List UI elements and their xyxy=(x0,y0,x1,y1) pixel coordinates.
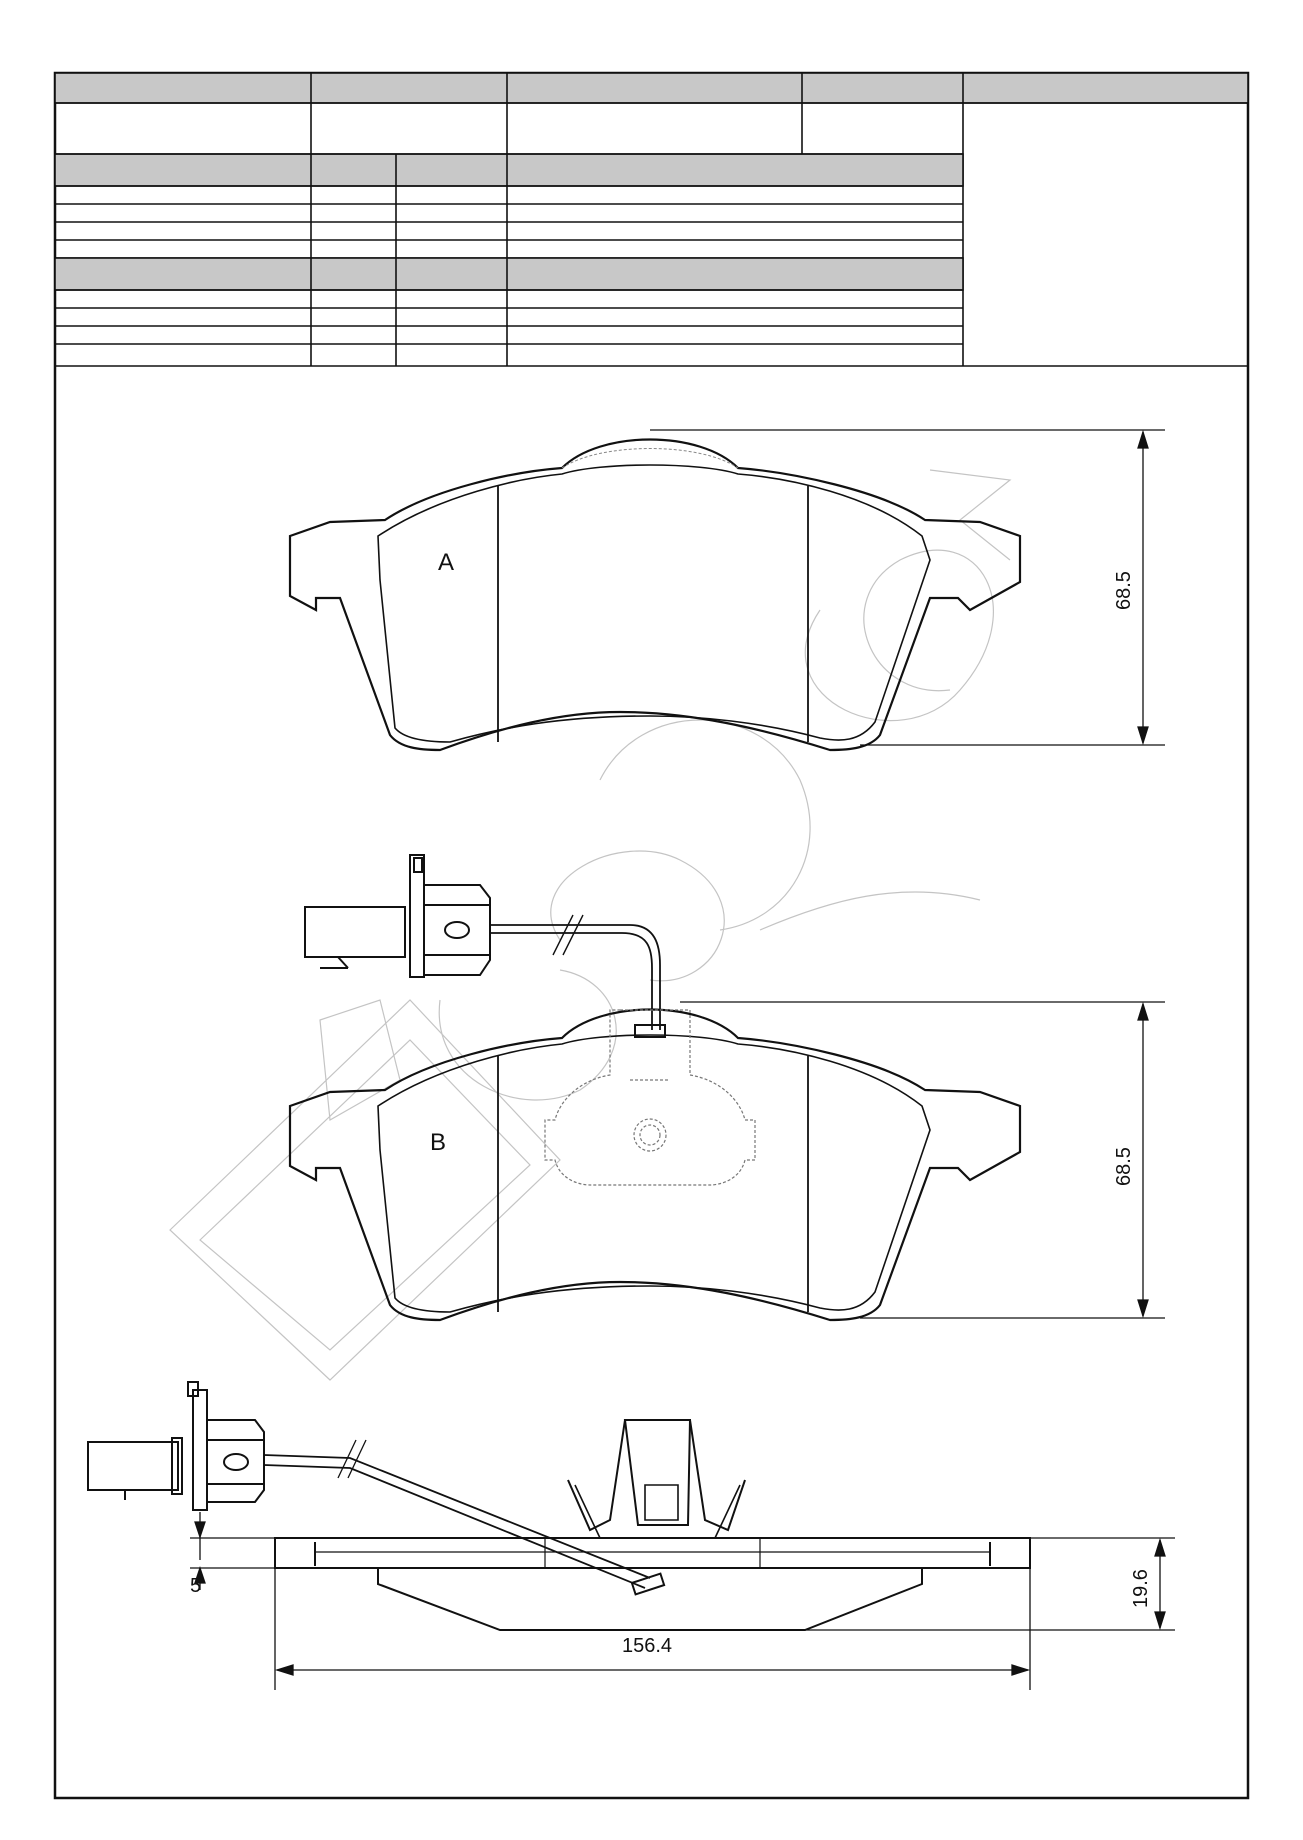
table-section-header xyxy=(54,257,964,291)
dimension-height-b-value: 68.5 xyxy=(1113,1147,1135,1186)
dimension-thickness xyxy=(805,1537,1175,1631)
pad-b-clip xyxy=(544,1009,756,1186)
brake-pad-a xyxy=(288,438,1022,752)
sheet-border xyxy=(53,71,1250,1800)
pad-a-label: A xyxy=(438,549,454,576)
dimension-width-value: 156.4 xyxy=(622,1635,672,1657)
dimension-thickness-value: 19.6 xyxy=(1130,1569,1152,1608)
table-section-header xyxy=(54,153,964,187)
dimension-height-a-value: 68.5 xyxy=(1113,571,1135,610)
side-view-pad xyxy=(274,1419,1031,1631)
dimension-sensor-offset xyxy=(190,1512,275,1590)
dimension-height-a xyxy=(650,429,1165,746)
dimension-width xyxy=(274,1568,1031,1690)
dimension-height-b xyxy=(680,1001,1165,1319)
wear-sensor-connector-side xyxy=(87,1381,666,1596)
table-header-row xyxy=(54,72,1249,104)
wear-sensor-connector-b xyxy=(304,854,666,1038)
dimension-sensor-offset-value: 5 xyxy=(190,1575,201,1597)
pad-b-label: B xyxy=(430,1129,446,1156)
brake-pad-b xyxy=(288,1008,1022,1322)
title-block-table xyxy=(54,72,1249,367)
